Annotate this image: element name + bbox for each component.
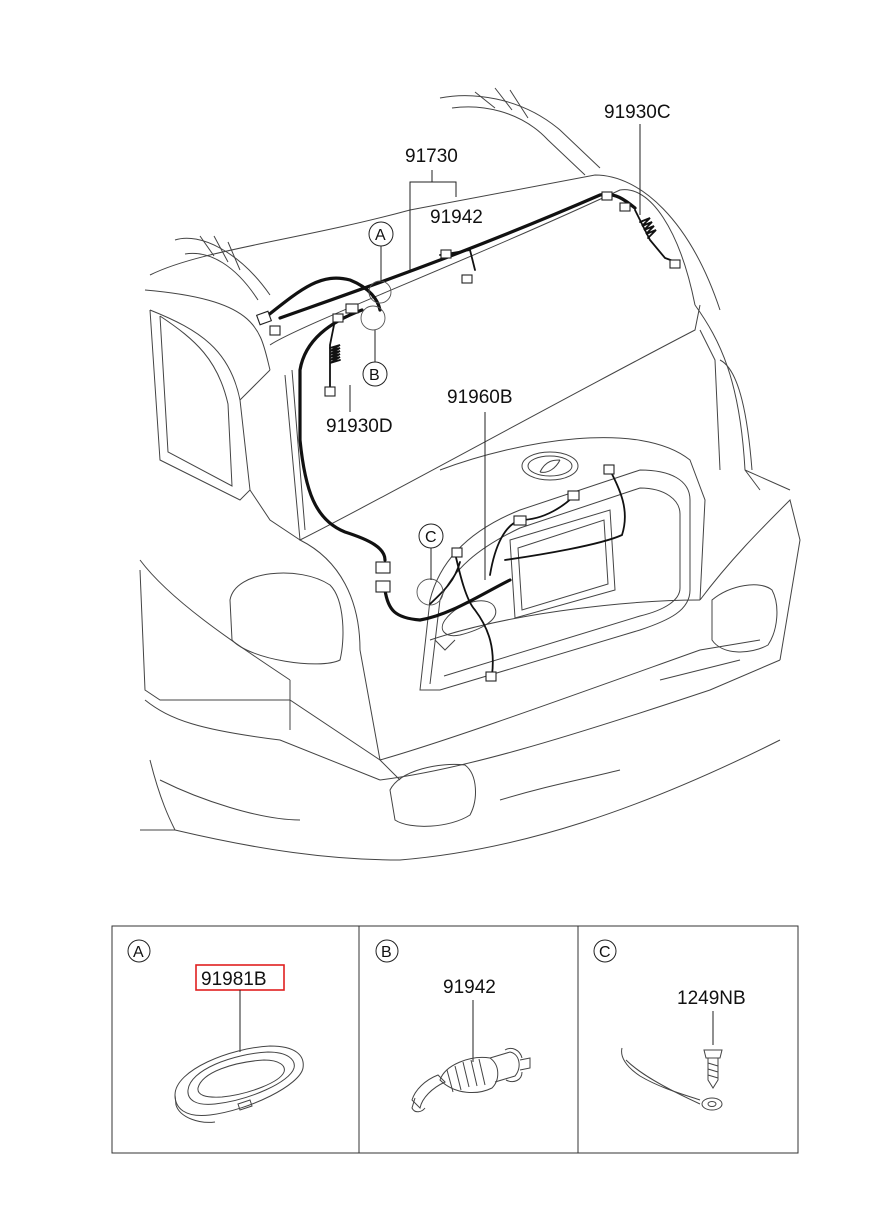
detail-panel-c: C 1249NB	[593, 939, 746, 1111]
label-1249nb[interactable]: 1249NB	[677, 988, 746, 1009]
callout-c[interactable]: C	[418, 523, 444, 580]
callout-b-letter: B	[369, 367, 380, 384]
ground-screw-illustration	[621, 1047, 723, 1111]
vehicle-outline	[139, 87, 801, 861]
label-91981b[interactable]: 91981B	[201, 969, 267, 990]
callout-b[interactable]: B	[362, 330, 388, 387]
detail-panel-b: B 91942	[375, 939, 531, 1113]
panel-b-letter: B	[381, 944, 392, 961]
detail-panel-a: A 91981B	[127, 939, 304, 1123]
wiring-harness	[255, 191, 681, 682]
grommet-illustration	[174, 1045, 304, 1123]
callout-c-letter: C	[425, 529, 437, 546]
label-91942-main[interactable]: 91942	[430, 207, 483, 228]
callout-a[interactable]: A	[368, 221, 394, 282]
label-91930c[interactable]: 91930C	[604, 102, 671, 123]
panel-a-letter: A	[133, 944, 144, 961]
label-91930d[interactable]: 91930D	[326, 416, 393, 437]
detail-table: A 91981B B 91942	[111, 925, 799, 1154]
panel-c-letter: C	[599, 944, 611, 961]
label-91960b[interactable]: 91960B	[447, 387, 513, 408]
grommet-b-illustration	[411, 1047, 531, 1113]
callout-a-letter: A	[375, 227, 386, 244]
part-labels: 91930C 91730 91942 91930D 91960B A B C	[326, 102, 671, 580]
label-91730[interactable]: 91730	[405, 146, 458, 167]
label-91942-detail[interactable]: 91942	[443, 977, 496, 998]
